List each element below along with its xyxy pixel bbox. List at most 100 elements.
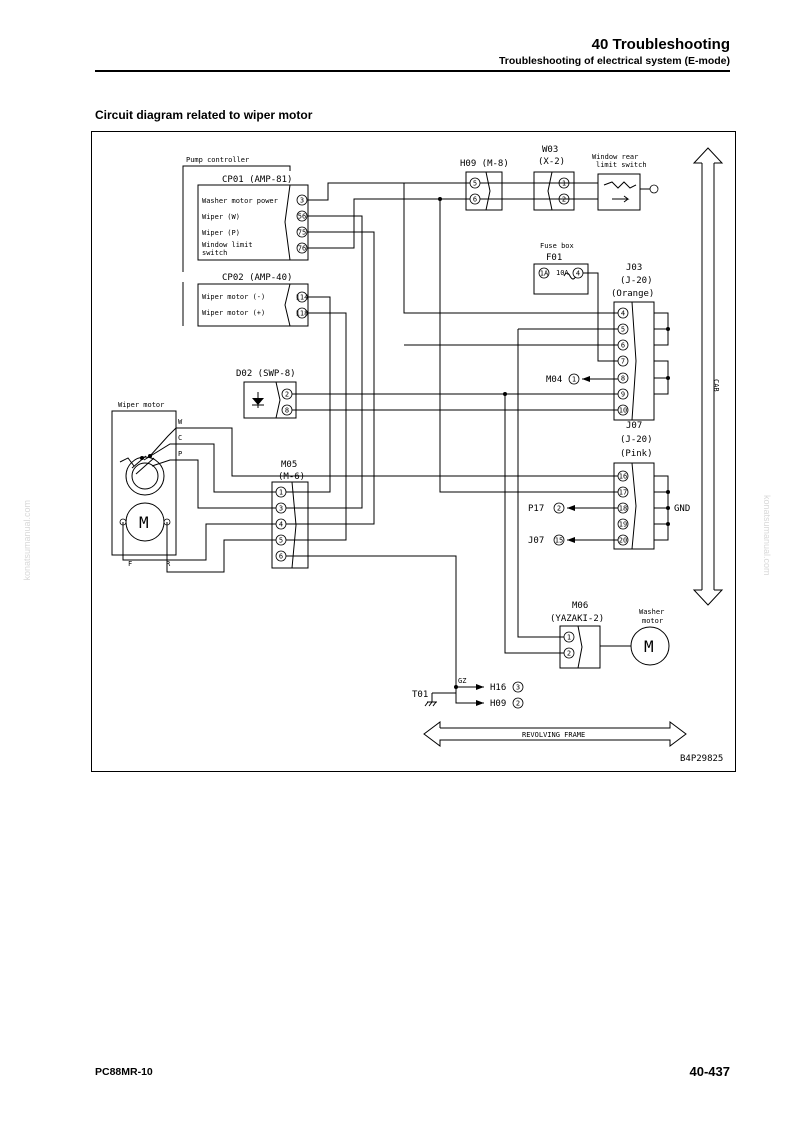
cp02-label-plus: Wiper motor (+) [202,309,265,317]
cp01-edge [284,184,291,261]
diagram-frame [91,131,736,772]
j03-color: (Orange) [611,289,654,299]
wm-terminal-r: R [166,560,171,568]
ground-hatch-2 [428,701,433,707]
j07-junction-3 [666,522,670,526]
j03-type: (J-20) [620,276,653,286]
j03-pin-9-label: 9 [621,391,625,399]
gnd-label: GND [674,504,690,514]
junction-j03-9 [503,392,507,396]
j07-pin-20-label: 20 [619,537,627,545]
wire-m06-2 [504,394,564,654]
j07-pin-16-label: 16 [619,473,627,481]
switch-terminal-icon [649,184,659,194]
drawing-code: B4P29825 [680,754,723,764]
j03-pin-4-label: 4 [621,310,625,318]
h16-pin [512,681,524,693]
m04-arrow-icon [582,376,590,382]
header-rule [95,70,730,72]
j07-label: J07 [626,421,642,431]
cp01-connector [197,184,309,261]
w03-type: (X-2) [538,157,565,167]
m04-label: M04 [546,375,562,385]
j03-edge [631,301,637,421]
wire-wm-p [176,459,276,509]
d02-label: D02 (SWP-8) [236,369,296,379]
cp01-label-wiper-w: Wiper (W) [202,213,240,221]
m05-type: (M-6) [278,472,305,482]
t01-label: T01 [412,690,428,700]
j03-label: J03 [626,263,642,273]
wm-terminal-w: W [178,418,183,426]
wm-wire-w-inner [149,427,177,457]
wm-wire-c-inner [143,443,176,461]
fuse-box-label: Fuse box [540,242,574,250]
j07-ref-arrow-icon [567,537,575,543]
cp01-pin-75-label: 75 [298,229,306,237]
cab-label: CAB [712,379,720,392]
wiper-cam-inner-icon [131,462,159,490]
wm-terminal-f: F [128,560,132,568]
cp02-label-minus: Wiper motor (-) [202,293,265,301]
wm-terminal-c: C [178,434,182,442]
fuse-pin-1a [538,267,550,279]
j07-ref-pin-label: 15 [555,537,563,545]
w03-name: W03 [542,145,558,155]
j03-pin-8-label: 8 [621,375,625,383]
wiper-motor-m: M [139,513,149,532]
cp01-pin-56-label: 56 [298,213,306,221]
fuse-icon [563,272,577,280]
wire-cp01-56 [286,215,363,509]
m05-label: M05 [281,460,297,470]
j07-junction-1 [666,490,670,494]
cp01-label-switch: switch [202,249,227,257]
d02-pin-2-label: 2 [285,391,289,399]
fuse-pin-4-label: 4 [576,270,580,278]
h09-ref-pin-label: 2 [516,700,520,708]
cp01-pin-76 [296,242,308,254]
cp02-label: CP02 (AMP-40) [222,273,292,283]
cp01-pin-76-label: 76 [298,245,306,253]
m05-edge [291,481,297,569]
cab-arrow-down-icon [692,589,724,606]
wire-cp01-75 [286,231,375,525]
window-limit-switch [597,173,641,211]
wiper-cam-contact [119,457,135,467]
m06-pin-2-label: 2 [567,650,571,658]
footer-model: PC88MR-10 [95,1066,153,1078]
window-switch-label-1: Window rear [592,153,638,161]
j07-pin-17-label: 17 [619,489,627,497]
wire-j03-4 [403,183,618,314]
m05-pin-4-label: 4 [279,521,283,529]
cp01-pin-3-label: 3 [300,197,304,205]
cp02-pin-114 [296,291,308,303]
j07-pin-19-label: 19 [619,521,627,529]
h09-ref-pin [512,697,524,709]
wire-wm-w [176,427,618,477]
washer-motor-m: M [644,637,654,656]
m06-edge [577,625,583,669]
wire-m06-1 [517,329,564,638]
p17-pin-label: 2 [557,505,561,513]
ground-hatch-3 [432,701,437,707]
cp01-pin-56 [296,210,308,222]
f01-label: F01 [546,253,562,263]
cp01-pins: 3 56 75 76 [296,194,308,254]
p17-arrow-icon [567,505,575,511]
washer-motor-label-2: motor [642,617,663,625]
m06-type: (YAZAKI-2) [550,614,604,624]
d02-pin-8-label: 8 [285,407,289,415]
m05-pin-6-label: 6 [279,553,283,561]
j07-pin-18-label: 18 [619,505,627,513]
footer-page-number: 40-437 [689,1064,730,1079]
j03-junction-1 [666,327,670,331]
fuse-rating: 10A [556,269,569,277]
j07-edge [631,462,637,550]
junction-h09 [438,197,442,201]
cab-arrow-up-icon [692,147,724,164]
switch-contact-icon [603,181,637,189]
wire-wm-f [122,522,276,561]
p17-label: P17 [528,504,544,514]
j03-pin-8 [617,372,629,384]
